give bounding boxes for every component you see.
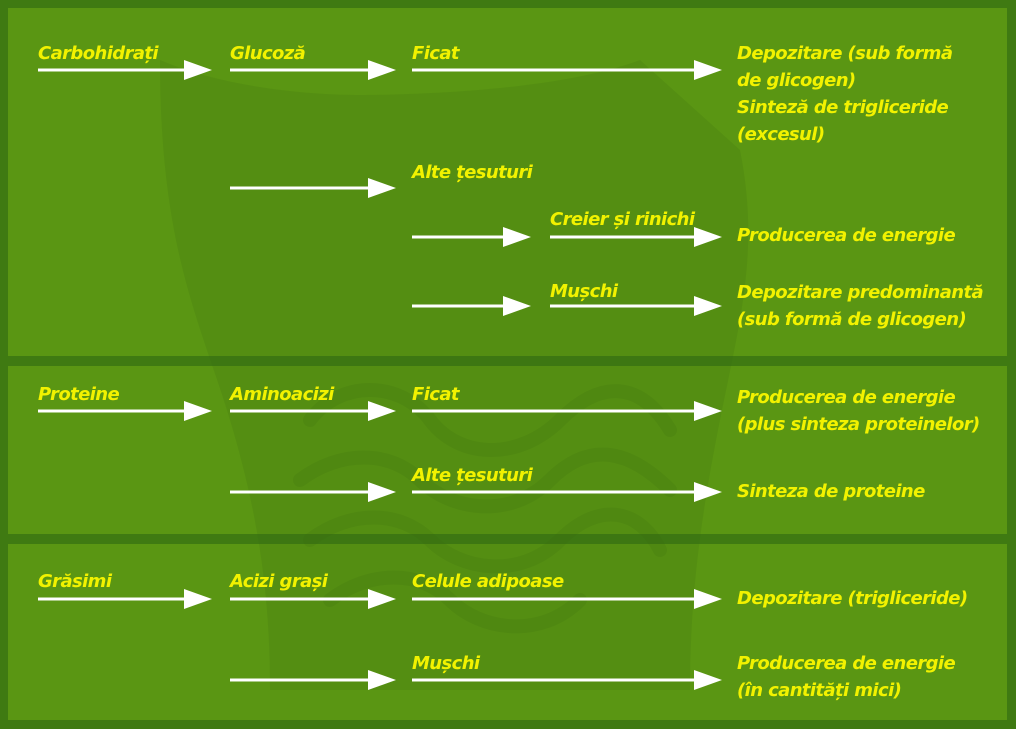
arrow-glucose-to-other-tissues [230,178,396,198]
nutrient-label-proteins: Proteine [38,384,120,405]
arrow-amino-acids-to-other-tissues [230,482,396,502]
outcome-label-protein-synthesis: Sinteza de proteine [737,481,925,502]
arrow-liver-to-storage [412,60,722,80]
organ-label-other-tissues: Alte țesuturi [412,162,533,183]
organ-label-other-tissues-proteins: Alte țesuturi [412,465,533,486]
arrow-liver-to-energy [412,401,722,421]
arrow-fats-to-fatty-acids [38,589,212,609]
arrow-adipose-to-storage [412,589,722,609]
arrow-amino-acids-to-liver [230,401,396,421]
arrow-muscles-to-storage [550,296,722,316]
arrow-to-brain-kidneys [412,227,531,247]
proteins-panel [8,366,1007,534]
organ-label-liver: Ficat [412,43,459,64]
organ-label-muscles: Mușchi [550,281,618,302]
outcome-label-liver-storage: Depozitare (sub formă de glicogen) Sinte… [737,43,953,145]
nutrient-label-carbohydrates: Carbohidrați [38,43,159,64]
nutrient-label-fats: Grăsimi [38,571,112,592]
intermediate-label-fatty-acids: Acizi grași [230,571,328,592]
intermediate-label-glucose: Glucoză [230,43,306,64]
outcome-label-muscle-storage: Depozitare predominantă (sub formă de gl… [737,282,984,330]
arrow-fatty-acids-to-muscles [230,670,396,690]
arrow-brain-kidneys-to-energy [550,227,722,247]
arrow-to-muscles [412,296,531,316]
arrow-fatty-acids-to-adipose [230,589,396,609]
arrow-proteins-to-amino-acids [38,401,212,421]
organ-label-brain-kidneys: Creier și rinichi [550,209,695,230]
organ-label-muscles-fats: Mușchi [412,653,480,674]
arrow-muscles-to-energy [412,670,722,690]
arrow-carbohydrates-to-glucose [38,60,212,80]
outcome-label-energy: Producerea de energie [737,225,956,246]
fats-panel [8,544,1007,720]
outcome-label-energy-protein-synthesis: Producerea de energie (plus sinteza prot… [737,387,980,435]
outcome-label-triglyceride-storage: Depozitare (trigliceride) [737,588,968,609]
outcome-label-energy-small-amounts: Producerea de energie (în cantități mici… [737,653,956,701]
arrow-other-tissues-to-protein-synthesis [412,482,722,502]
organ-label-adipose-cells: Celule adipoase [412,571,564,592]
organ-label-liver-proteins: Ficat [412,384,459,405]
arrow-glucose-to-liver [230,60,396,80]
intermediate-label-amino-acids: Aminoacizi [230,384,334,405]
